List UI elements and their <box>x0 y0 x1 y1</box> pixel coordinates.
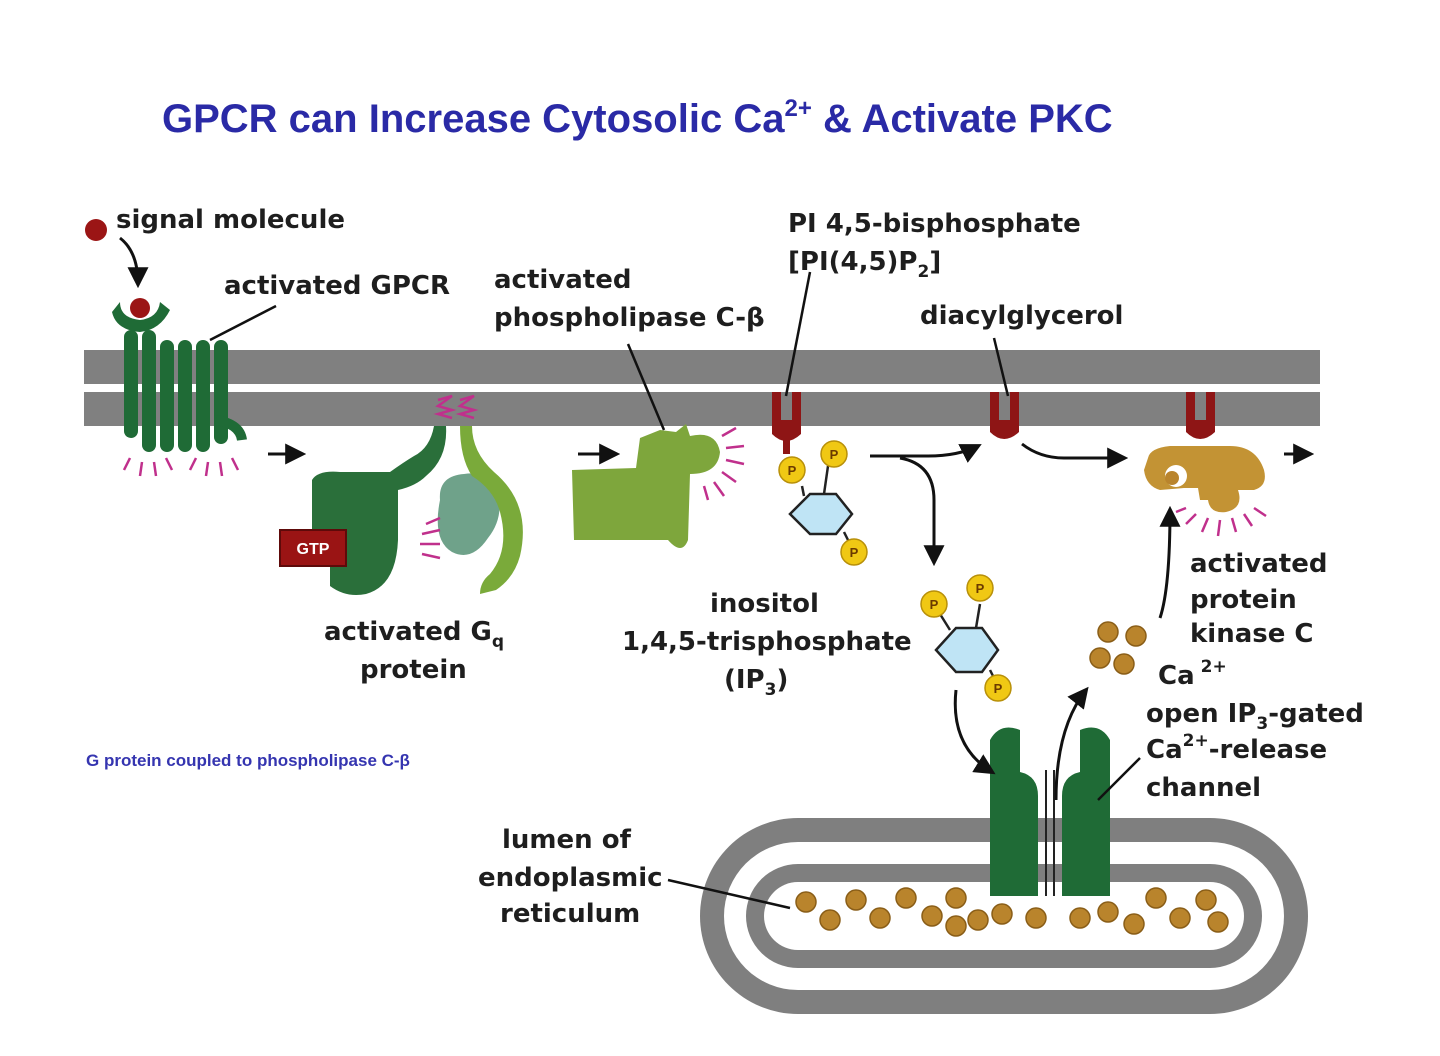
label-pip2-line2: [PI(4,5)P2] <box>788 247 941 282</box>
label-channel-line2: Ca2+-release <box>1146 731 1327 765</box>
g-beta-subunit <box>437 473 500 555</box>
svg-text:P: P <box>976 581 985 596</box>
label-pkc-line1: activated <box>1190 549 1327 579</box>
ip3-gated-channel <box>990 727 1110 896</box>
label-channel-line1: open IP3-gated <box>1146 699 1364 734</box>
signal-molecule <box>85 219 107 241</box>
gpcr-label-pointer <box>209 304 277 342</box>
label-dag: diacylglycerol <box>920 301 1123 331</box>
dag-to-pkc-arrow <box>1021 442 1129 469</box>
label-er-line1: lumen of <box>502 825 632 855</box>
signal-arrow <box>119 236 149 289</box>
label-plc-line2: phospholipase C-β <box>494 303 765 333</box>
gpcr-activity-lines <box>122 457 240 477</box>
ip3-membrane: P P P <box>778 440 868 566</box>
g-alpha-subunit <box>312 426 447 595</box>
label-ip3-line3: (IP3) <box>724 665 788 700</box>
er-calcium-ions <box>795 887 1229 937</box>
gtp-badge <box>279 529 347 567</box>
svg-text:P: P <box>850 545 859 560</box>
activated-plc-beta <box>572 424 745 548</box>
ip3-cytosol: P P P <box>920 574 1012 702</box>
label-er-line2: endoplasmic <box>478 863 663 893</box>
ca-release-arrow <box>1054 686 1089 801</box>
plc-label-pointer <box>626 343 666 431</box>
activated-gpcr <box>112 298 247 452</box>
pip2-label-pointer <box>784 271 812 397</box>
pip2-lipid <box>772 392 801 454</box>
g-gamma-subunit <box>460 426 523 594</box>
label-plc-line1: activated <box>494 265 631 295</box>
label-er-line3: reticulum <box>500 899 640 929</box>
figure-caption: G protein coupled to phospholipase C-β <box>86 751 410 770</box>
dag-lipid <box>990 392 1019 439</box>
svg-text:P: P <box>994 681 1003 696</box>
label-channel-line3: channel <box>1146 773 1261 803</box>
svg-text:P: P <box>830 447 839 462</box>
activated-gq-protein: GTP <box>279 394 523 595</box>
label-pkc-line3: kinase C <box>1190 619 1314 649</box>
svg-text:P: P <box>788 463 797 478</box>
channel-label-pointer <box>1097 757 1141 801</box>
dag-arrow <box>870 444 982 463</box>
label-ip3-line1: inositol <box>710 589 819 619</box>
ip3-to-channel-arrow <box>953 689 996 775</box>
label-pip2-line1: PI 4,5-bisphosphate <box>788 209 1081 239</box>
label-gq-line1: activated Gq <box>324 617 504 652</box>
ip3-release-arrow <box>899 456 945 567</box>
cytosolic-calcium-ions <box>1089 621 1147 675</box>
gtp-label: GTP <box>297 541 330 558</box>
label-gq-line2: protein <box>360 655 467 685</box>
label-signal-molecule: signal molecule <box>116 205 345 235</box>
dag-label-pointer <box>992 337 1010 397</box>
page-title: GPCR can Increase Cytosolic Ca2+ & Activ… <box>162 95 1113 141</box>
er-label-pointer <box>667 878 791 910</box>
svg-text:P: P <box>930 597 939 612</box>
label-activated-gpcr: activated GPCR <box>224 271 450 301</box>
label-pkc-line2: protein <box>1190 585 1297 615</box>
ca-to-pkc-arrow <box>1158 505 1181 619</box>
plasma-membrane <box>84 350 1320 426</box>
activated-pkc <box>1144 392 1267 537</box>
label-ip3-line2: 1,4,5-trisphosphate <box>622 627 912 657</box>
